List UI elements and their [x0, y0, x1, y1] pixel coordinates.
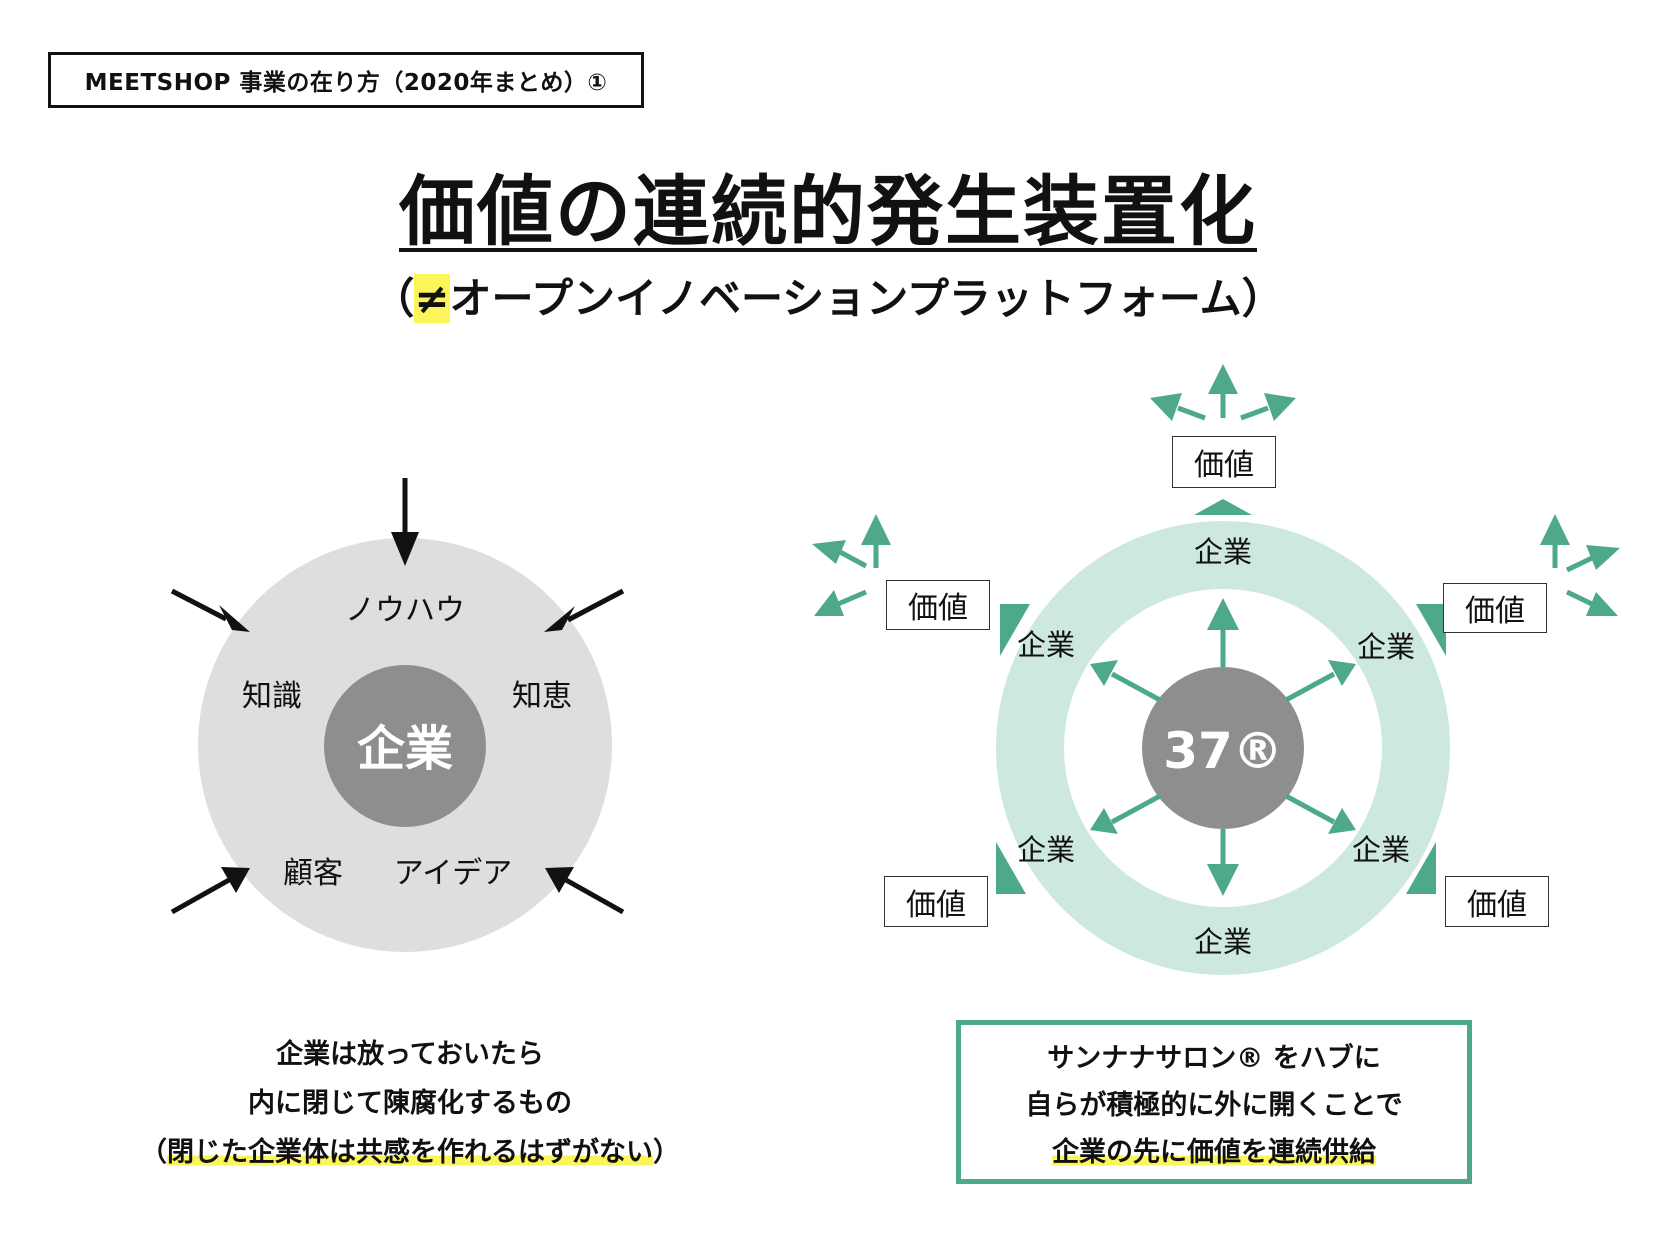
caption-right-highlight: 企業の先に価値を連続供給: [1052, 1137, 1376, 1168]
caption-left-line1: 企業は放っておいたら: [276, 1039, 544, 1070]
arrow-top-head-icon: [391, 532, 419, 566]
ring-triangle-lower-left-icon: [996, 842, 1026, 894]
value-spread-upper-left: [812, 514, 891, 616]
arrow-upper-left-head-icon: [219, 605, 250, 632]
closed-company-diagram: 企業 ノウハウ 知識 知恵 顧客 アイデア: [170, 478, 625, 952]
arrow-lower-left-head-icon: [221, 867, 250, 893]
spread-ur-down-icon: [1565, 589, 1594, 607]
spread-ur-down-head-icon: [1586, 592, 1618, 616]
page-subtitle: （≠オープンイノベーションプラットフォーム）: [0, 265, 1656, 326]
value-box-top: 価値: [1172, 436, 1276, 488]
value-spread-upper-right: [1540, 514, 1620, 616]
hub-arrow-upper-left-head-icon: [1090, 660, 1118, 686]
hub-arrow-upper-right-head-icon: [1328, 660, 1356, 686]
spread-top-right-icon: [1240, 405, 1269, 421]
label-knowhow: ノウハウ: [345, 593, 465, 628]
hub-arrow-down-head-icon: [1207, 864, 1239, 896]
arrow-lower-left-icon: [170, 877, 231, 915]
hub-arrow-lower-left-icon: [1110, 793, 1162, 825]
caption-right-line2: 自らが積極的に外に開くことで: [1025, 1090, 1403, 1121]
hub-outward-arrows: [1090, 598, 1356, 896]
not-equal-symbol: ≠: [414, 274, 450, 323]
ring-label-bottom: 企業: [1194, 925, 1252, 959]
hub-arrow-up-head-icon: [1207, 598, 1239, 630]
open-hub-caption-box: サンナナサロン® をハブに 自らが積極的に外に開くことで 企業の先に価値を連続供…: [956, 1020, 1472, 1184]
hub-arrow-upper-left-icon: [1110, 671, 1162, 703]
open-hub-diagram: 37® 企業 企業 企業 企業 企業 企業: [812, 364, 1620, 975]
value-box-lower-right: 価値: [1445, 876, 1549, 927]
label-knowledge: 知識: [242, 679, 302, 714]
caption-left-line2: 内に閉じて陳腐化するもの: [248, 1088, 572, 1119]
company-center-label: 企業: [357, 721, 453, 777]
hub-arrow-lower-right-icon: [1284, 793, 1336, 825]
slide-tag: MEETSHOP 事業の在り方（2020年まとめ）①: [48, 52, 644, 108]
arrow-upper-right-head-icon: [544, 606, 575, 632]
spread-ul-down-head-icon: [814, 590, 844, 616]
company-ring: [996, 521, 1450, 975]
hub-center-disc: [1142, 667, 1304, 829]
ring-triangle-upper-left-icon: [1000, 604, 1030, 656]
spread-top-right-head-icon: [1264, 393, 1296, 421]
ring-triangle-upper-right-icon: [1416, 604, 1446, 656]
spread-ul-left-icon: [838, 549, 868, 569]
hub-center-label: 37®: [1163, 722, 1283, 780]
spread-ul-up-head-icon: [861, 514, 891, 545]
subtitle-text: オープンイノベーションプラットフォーム）: [449, 274, 1284, 323]
arrow-upper-right-icon: [566, 588, 625, 623]
ring-edge-triangles: [996, 499, 1446, 894]
spread-ul-left-head-icon: [812, 540, 846, 564]
arrow-lower-right-head-icon: [545, 867, 574, 893]
spread-top-up-head-icon: [1208, 364, 1238, 394]
ring-label-lower-left: 企業: [1017, 833, 1075, 867]
spread-top-left-head-icon: [1150, 393, 1182, 421]
subtitle-open-paren: （: [372, 274, 415, 323]
hub-arrow-lower-left-head-icon: [1090, 808, 1118, 834]
spread-ul-down-icon: [837, 589, 867, 607]
arrow-lower-right-icon: [564, 877, 625, 915]
label-ideas: アイデア: [394, 856, 513, 891]
spread-ur-up-head-icon: [1540, 514, 1570, 545]
spread-ur-right-icon: [1565, 555, 1594, 573]
value-box-upper-right: 価値: [1443, 583, 1547, 633]
page-title: 価値の連続的発生装置化: [399, 167, 1257, 256]
ring-triangle-top-icon: [1194, 499, 1252, 515]
value-box-lower-left: 価値: [884, 876, 988, 927]
label-customers: 顧客: [283, 856, 343, 891]
ring-label-lower-right: 企業: [1352, 833, 1410, 867]
ring-label-upper-right: 企業: [1357, 630, 1415, 664]
inward-arrows: [170, 478, 625, 915]
value-box-upper-left: 価値: [886, 580, 990, 630]
ring-triangle-lower-right-icon: [1406, 842, 1436, 894]
label-wisdom: 知恵: [512, 679, 572, 714]
caption-right-line3: 企業の先に価値を連続供給: [961, 1129, 1467, 1176]
spread-ur-right-head-icon: [1586, 545, 1620, 570]
caption-left-line3: （閉じた企業体は共感を作れるはずがない）: [140, 1137, 680, 1168]
ring-label-top: 企業: [1194, 535, 1252, 569]
hub-arrow-lower-right-head-icon: [1328, 808, 1356, 834]
value-spread-top: [1150, 364, 1296, 421]
ring-label-upper-left: 企業: [1017, 628, 1075, 662]
company-center-disc: [324, 665, 486, 827]
arrow-upper-left-icon: [170, 588, 228, 622]
caption-right-line1: サンナナサロン® をハブに: [1047, 1043, 1381, 1074]
spread-top-left-icon: [1177, 405, 1206, 421]
closed-company-caption: 企業は放っておいたら 内に閉じて陳腐化するもの （閉じた企業体は共感を作れるはず…: [40, 1030, 780, 1177]
hub-arrow-upper-right-icon: [1284, 671, 1336, 703]
caption-left-highlight: 閉じた企業体は共感を作れるはずがない: [167, 1137, 653, 1168]
